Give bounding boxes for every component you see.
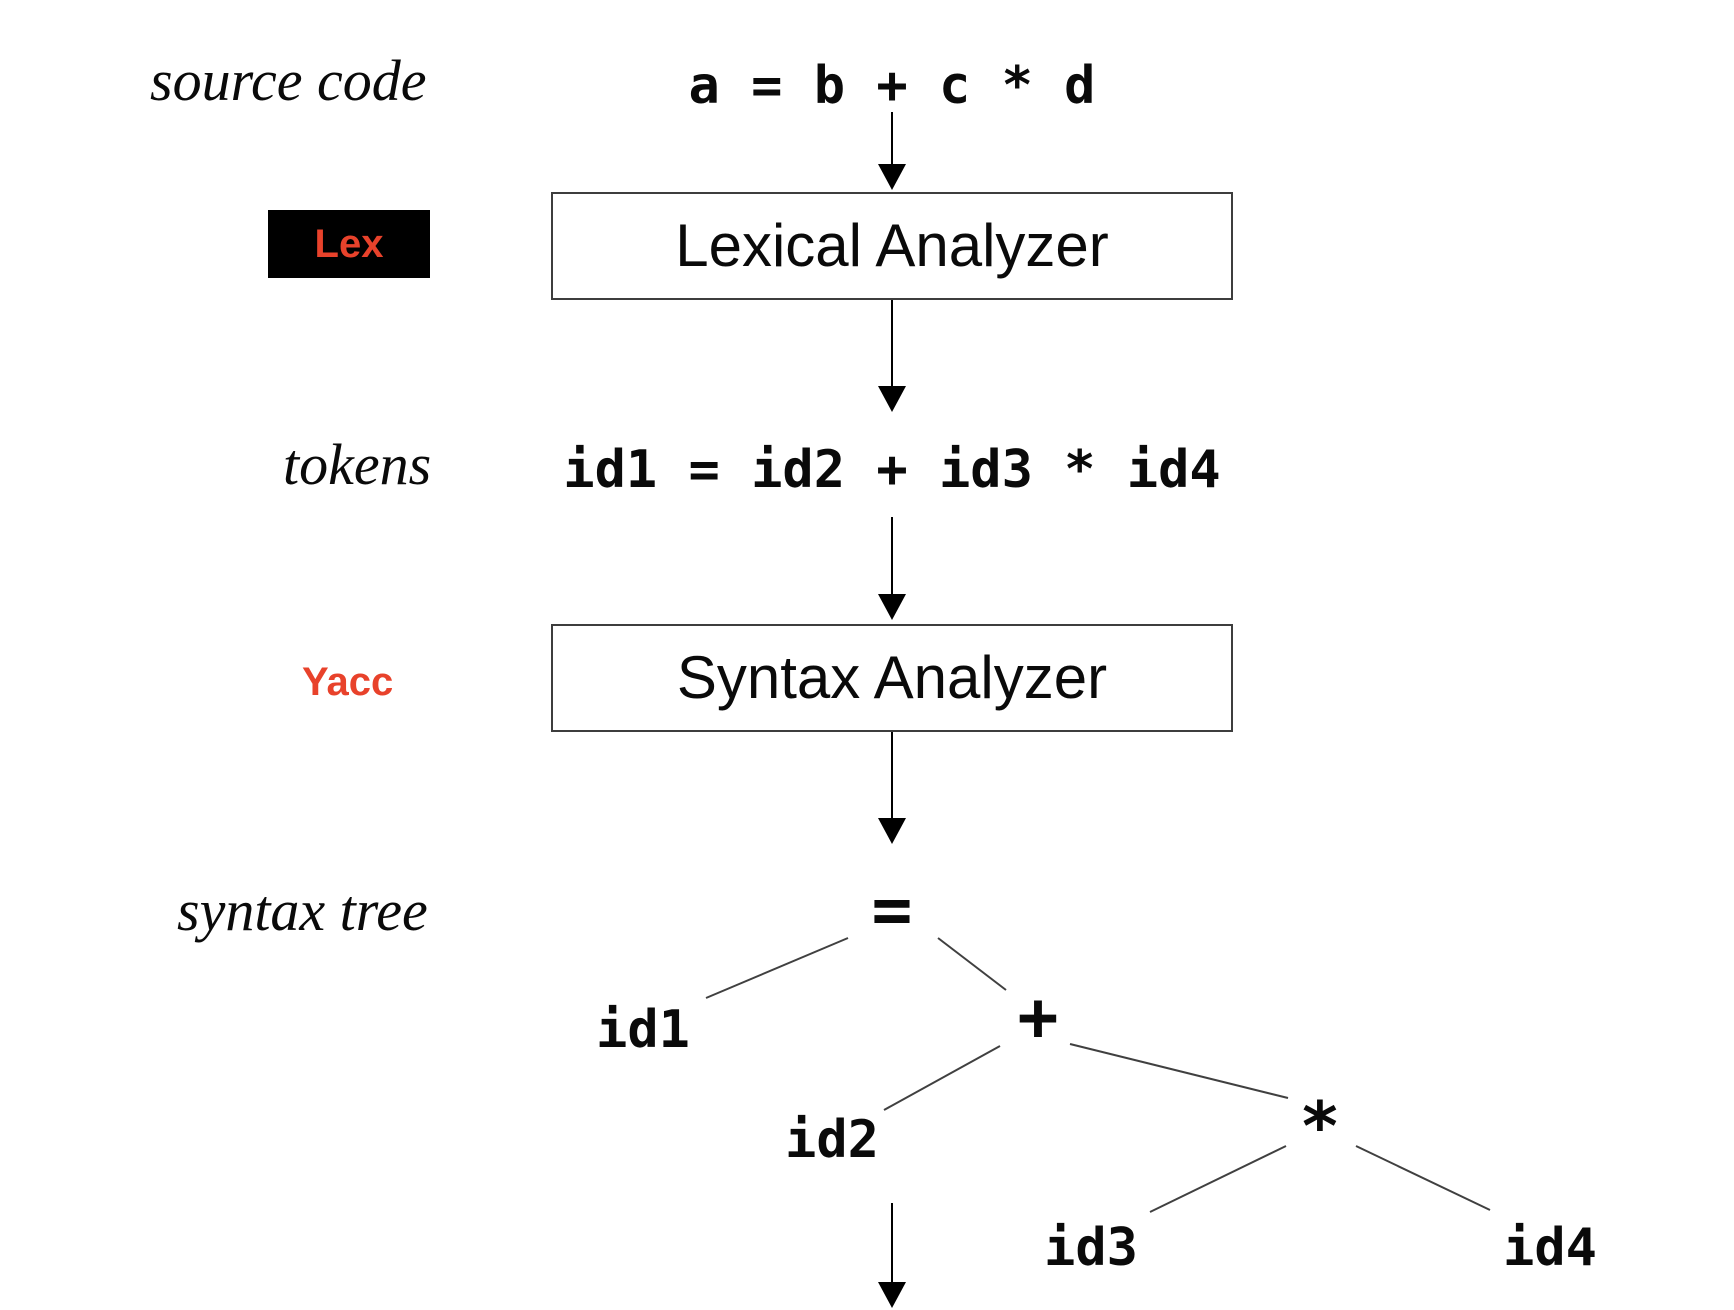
tree-edge-star-id3 <box>1149 1145 1287 1213</box>
tree-edge-eq-id1 <box>705 937 849 999</box>
tree-node-plus: + <box>1017 978 1059 1057</box>
lex-tool-label: Lex <box>314 222 384 266</box>
flow-arrow-lexical-to-tokens <box>878 300 906 412</box>
source-expression: a = b + c * d <box>688 56 1096 116</box>
tree-node-id2: id2 <box>785 1110 879 1170</box>
lexical-analyzer-box: Lexical Analyzer <box>551 192 1233 300</box>
lex-tool-badge: Lex <box>268 210 430 278</box>
tokens-expression: id1 = id2 + id3 * id4 <box>563 440 1221 500</box>
flow-arrow-tree-continuation <box>878 1203 906 1308</box>
tree-node-star: * <box>1299 1088 1341 1167</box>
flow-arrow-source-to-lexical <box>878 112 906 190</box>
tokens-label: tokens <box>283 432 432 497</box>
syntax-tree-label: syntax tree <box>177 878 428 943</box>
tree-node-id4: id4 <box>1503 1218 1597 1278</box>
flow-arrow-syntax-to-tree <box>878 732 906 844</box>
syntax-analyzer-box: Syntax Analyzer <box>551 624 1233 732</box>
tree-edge-star-id4 <box>1355 1145 1491 1211</box>
source-code-label: source code <box>150 48 427 113</box>
tree-edge-eq-plus <box>937 937 1007 991</box>
tree-edge-plus-star <box>1069 1043 1289 1099</box>
flow-arrow-tokens-to-syntax <box>878 517 906 620</box>
syntax-analyzer-label: Syntax Analyzer <box>676 644 1108 711</box>
lexical-analyzer-label: Lexical Analyzer <box>675 212 1109 279</box>
tree-node-id1: id1 <box>596 1000 690 1060</box>
tree-edge-plus-id2 <box>883 1045 1001 1111</box>
yacc-tool-label: Yacc <box>302 660 394 704</box>
tree-node-id3: id3 <box>1044 1218 1138 1278</box>
tree-node-eq: = <box>871 871 913 950</box>
